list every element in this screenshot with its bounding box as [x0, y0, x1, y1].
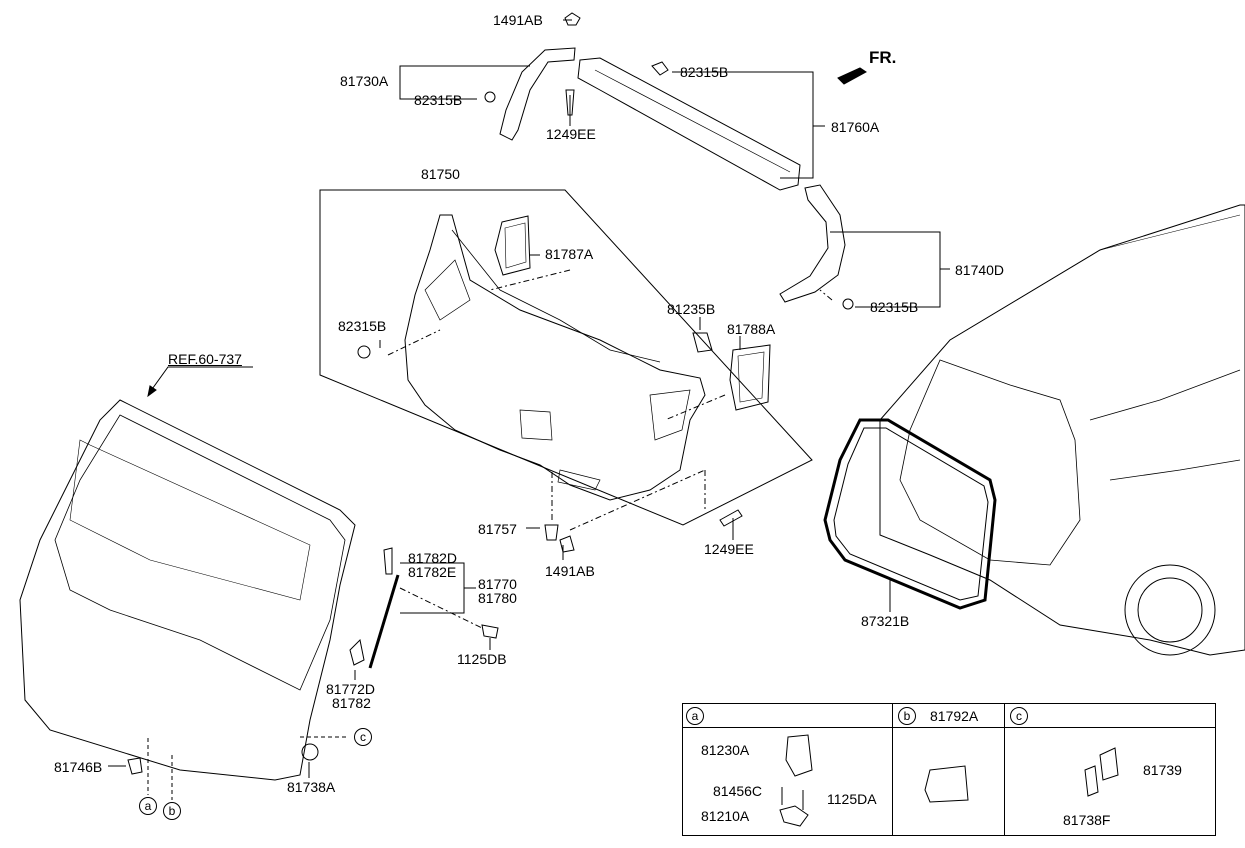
legend-marker-c: c: [1010, 707, 1028, 725]
legend-part-81739[interactable]: 81739: [1143, 762, 1182, 778]
part-1249ee-top[interactable]: 1249EE: [546, 126, 596, 142]
side-trim-81740d: [779, 184, 846, 303]
callout-a[interactable]: a: [139, 797, 157, 815]
legend-part-1125da[interactable]: 1125DA: [827, 791, 877, 807]
part-82315b-a[interactable]: 82315B: [414, 92, 463, 108]
part-81738a[interactable]: 81738A: [287, 779, 336, 795]
reference-label[interactable]: REF.60-737: [168, 351, 242, 367]
assembly-81750-outline: [319, 189, 813, 526]
part-82315b-c[interactable]: 82315B: [338, 318, 387, 334]
legend-marker-a: a: [686, 707, 704, 725]
part-1491ab-top[interactable]: 1491AB: [493, 12, 543, 28]
part-81750[interactable]: 81750: [421, 166, 460, 182]
cover-81788a: [729, 344, 771, 411]
legend-header-row: [683, 704, 1215, 728]
part-81235b[interactable]: 81235B: [667, 301, 716, 317]
part-81788a[interactable]: 81788A: [727, 321, 776, 337]
legend-part-81210a[interactable]: 81210A: [701, 808, 750, 824]
header-trim-81760a: [577, 57, 801, 191]
part-81730a[interactable]: 81730A: [340, 73, 389, 89]
legend-divider: [892, 704, 893, 835]
legend-part-81738f[interactable]: 81738F: [1063, 812, 1111, 828]
part-82315b-d[interactable]: 82315B: [870, 299, 919, 315]
cover-81787a: [494, 215, 531, 276]
legend-part-81456c[interactable]: 81456C: [713, 783, 763, 799]
part-1125db[interactable]: 1125DB: [457, 651, 507, 667]
part-1249ee-bottom[interactable]: 1249EE: [704, 541, 754, 557]
part-81782d[interactable]: 81782D: [408, 550, 458, 566]
front-arrow-icon: [837, 67, 867, 85]
part-87321b[interactable]: 87321B: [861, 613, 910, 629]
part-81760a[interactable]: 81760A: [831, 119, 880, 135]
legend-b-title[interactable]: 81792A: [930, 708, 979, 724]
part-81780[interactable]: 81780: [478, 590, 517, 606]
part-81746b[interactable]: 81746B: [54, 759, 103, 775]
part-81782[interactable]: 81782: [332, 695, 371, 711]
part-1491ab-bottom[interactable]: 1491AB: [545, 563, 595, 579]
part-81740d[interactable]: 81740D: [955, 262, 1005, 278]
part-81772d[interactable]: 81772D: [326, 681, 376, 697]
legend-marker-b: b: [898, 707, 916, 725]
legend-part-81230a[interactable]: 81230A: [701, 742, 750, 758]
weatherstrip-87321b: [823, 418, 997, 610]
legend-divider: [1004, 704, 1005, 835]
part-82315b-b[interactable]: 82315B: [680, 64, 729, 80]
trim-panel-81750: [404, 214, 706, 501]
front-direction-label: FR.: [869, 48, 897, 67]
part-81782e[interactable]: 81782E: [408, 564, 457, 580]
part-81770[interactable]: 81770: [478, 576, 517, 592]
part-81757[interactable]: 81757: [478, 521, 517, 537]
callout-c[interactable]: c: [354, 728, 372, 746]
part-81787a[interactable]: 81787A: [545, 246, 594, 262]
detail-legend-table: a b 81792A c 81230A 81456C 1125DA 81210A…: [682, 703, 1216, 836]
pillar-trim-81730a: [499, 47, 576, 141]
callout-b[interactable]: b: [163, 802, 181, 820]
tailgate-outer-panel: [19, 399, 356, 781]
